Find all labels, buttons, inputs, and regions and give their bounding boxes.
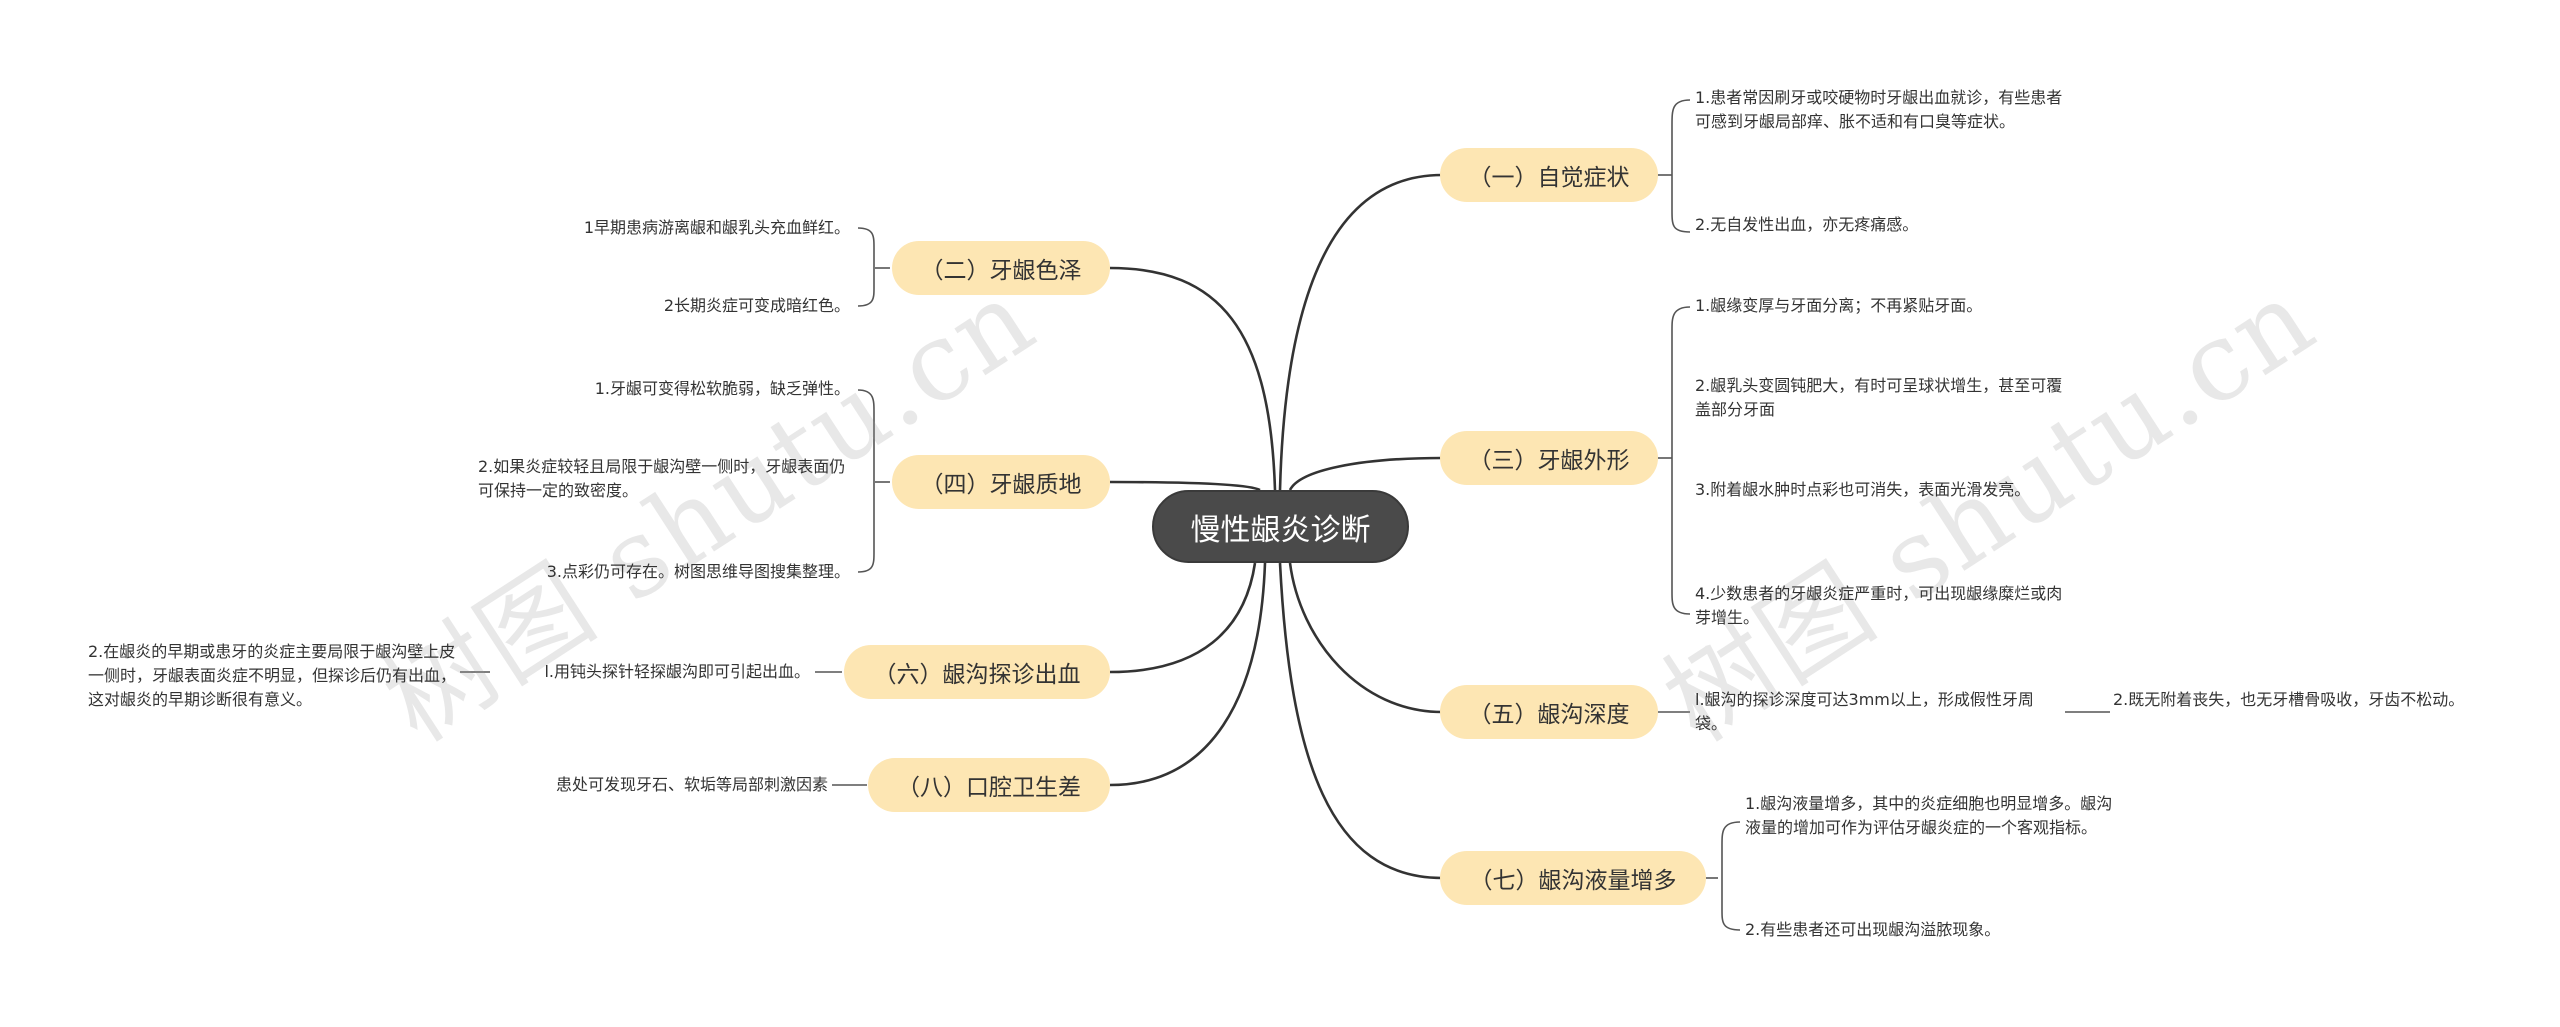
branch-self-symptoms[interactable]: （一）自觉症状 bbox=[1440, 148, 1658, 202]
leaf-b7-1: 1.龈沟液量增多，其中的炎症细胞也明显增多。龈沟液量的增加可作为评估牙龈炎症的一… bbox=[1745, 794, 2113, 837]
branch-sulcus-fluid[interactable]: （七）龈沟液量增多 bbox=[1440, 851, 1706, 905]
leaf-b3-1: 1.龈缘变厚与牙面分离；不再紧贴牙面。 bbox=[1695, 296, 1983, 315]
leaf-b6-1: l.用钝头探针轻探龈沟即可引起出血。 bbox=[544, 662, 810, 681]
leaf-b3-2: 2.龈乳头变圆钝肥大，有时可呈球状增生，甚至可覆盖部分牙面 bbox=[1695, 376, 2063, 419]
branch-gum-shape[interactable]: （三）牙龈外形 bbox=[1440, 431, 1658, 485]
branch-probing-bleeding[interactable]: （六）龈沟探诊出血 bbox=[844, 645, 1110, 699]
leaf-b6-sub: 2.在龈炎的早期或患牙的炎症主要局限于龈沟壁上皮一侧时，牙龈表面炎症不明显，但探… bbox=[88, 642, 457, 709]
link-b8 bbox=[1109, 562, 1267, 787]
link-b1 bbox=[1278, 173, 1443, 491]
leaf-b5-sub: 2.既无附着丧失，也无牙槽骨吸收，牙齿不松动。 bbox=[2113, 690, 2465, 709]
leaf-b3-4: 4.少数患者的牙龈炎症严重时，可出现龈缘糜烂或肉芽增生。 bbox=[1695, 584, 2063, 627]
leaf-b4-2: 2.如果炎症较轻且局限于龈沟壁一侧时，牙龈表面仍可保持一定的致密度。 bbox=[478, 457, 846, 500]
leaf-b1-1: 1.患者常因刷牙或咬硬物时牙龈出血就诊，有些患者可感到牙龈局部痒、胀不适和有口臭… bbox=[1695, 88, 2063, 131]
link-b2 bbox=[1109, 266, 1277, 491]
branch-sulcus-depth[interactable]: （五）龈沟深度 bbox=[1440, 685, 1658, 739]
link-b6 bbox=[1109, 562, 1257, 674]
leaf-b1-2: 2.无自发性出血，亦无疼痛感。 bbox=[1695, 215, 1919, 234]
link-b7 bbox=[1278, 562, 1443, 880]
leaf-b2-2: 2长期炎症可变成暗红色。 bbox=[663, 296, 850, 315]
leaf-b4-3: 3.点彩仍可存在。树图思维导图搜集整理。 bbox=[546, 562, 850, 581]
leaf-b5-1: l.龈沟的探诊深度可达3mm以上，形成假性牙周袋。 bbox=[1695, 690, 2034, 733]
root-topic[interactable]: 慢性龈炎诊断 bbox=[1152, 490, 1409, 563]
branch-gum-texture[interactable]: （四）牙龈质地 bbox=[892, 455, 1110, 509]
leaf-b8-1: 患处可发现牙石、软垢等局部刺激因素 bbox=[555, 775, 828, 794]
link-b4 bbox=[1109, 480, 1261, 492]
leaf-b3-3: 3.附着龈水肿时点彩也可消失，表面光滑发亮。 bbox=[1695, 480, 2031, 499]
leaf-b4-1: 1.牙龈可变得松软脆弱，缺乏弹性。 bbox=[594, 379, 850, 398]
branch-gum-color[interactable]: （二）牙龈色泽 bbox=[892, 241, 1110, 295]
branch-oral-hygiene[interactable]: （八）口腔卫生差 bbox=[868, 758, 1110, 812]
leaf-b7-2: 2.有些患者还可出现龈沟溢脓现象。 bbox=[1745, 920, 2001, 939]
leaf-b2-1: 1早期患病游离龈和龈乳头充血鲜红。 bbox=[583, 218, 850, 237]
link-b3 bbox=[1288, 456, 1443, 491]
link-b5 bbox=[1288, 562, 1443, 714]
